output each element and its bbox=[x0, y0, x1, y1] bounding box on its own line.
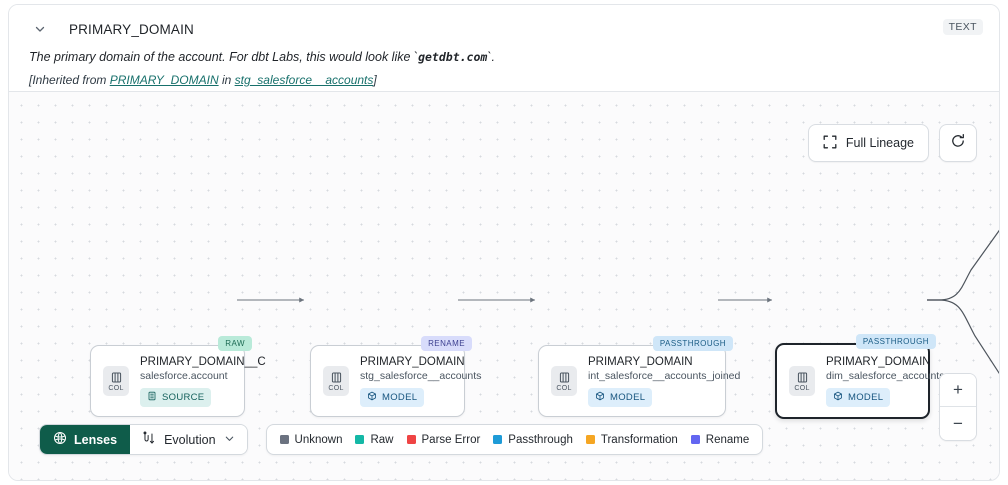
column-chip-label: COL bbox=[794, 384, 810, 392]
lineage-canvas[interactable]: Full Lineage bbox=[9, 91, 999, 480]
legend-swatch bbox=[406, 435, 416, 444]
column-icon: COL bbox=[789, 366, 815, 396]
lenses-button[interactable]: Lenses bbox=[40, 425, 131, 454]
lineage-node[interactable]: RENAME COL PRIMARY_DOMAIN stg_salesforce… bbox=[310, 336, 482, 417]
column-icon: COL bbox=[103, 366, 129, 396]
full-lineage-label: Full Lineage bbox=[845, 136, 914, 150]
lineage-node[interactable]: PASSTHROUGH COL PRIMARY_DOMAIN int_sales… bbox=[538, 336, 741, 417]
node-kind-badge: PASSTHROUGH bbox=[855, 334, 936, 349]
column-icon: COL bbox=[551, 366, 577, 396]
inherited-prefix: [Inherited from bbox=[29, 73, 110, 87]
database-icon bbox=[147, 391, 157, 404]
cube-icon bbox=[367, 391, 377, 404]
legend-label: Parse Error bbox=[421, 433, 481, 446]
legend-item: Transformation bbox=[585, 433, 678, 446]
node-type-tag-label: MODEL bbox=[848, 391, 884, 403]
node-title: PRIMARY_DOMAIN__C bbox=[140, 355, 266, 368]
legend-label: Rename bbox=[705, 433, 750, 446]
refresh-icon bbox=[950, 133, 966, 154]
inherited-suffix: ] bbox=[373, 73, 377, 87]
evolution-dropdown[interactable]: Evolution bbox=[130, 425, 247, 454]
node-title: PRIMARY_DOMAIN bbox=[360, 355, 465, 368]
node-kind-badge: PASSTHROUGH bbox=[652, 336, 733, 351]
node-type-tag: MODEL bbox=[826, 387, 891, 407]
legend-swatch bbox=[355, 435, 365, 444]
legend-label: Transformation bbox=[600, 433, 678, 446]
node-subtitle: stg_salesforce__accounts bbox=[360, 369, 482, 382]
inherited-column-link[interactable]: PRIMARY_DOMAIN bbox=[109, 73, 219, 87]
lenses-label: Lenses bbox=[74, 432, 118, 447]
legend-item: Rename bbox=[690, 433, 750, 446]
description-text-post: `. bbox=[487, 50, 495, 64]
zoom-controls: + − bbox=[939, 373, 977, 441]
graph-layer: RAW COL PRIMARY_DOMAIN__C salesforce.acc… bbox=[9, 92, 999, 480]
node-kind-badge: RAW bbox=[218, 336, 252, 351]
description-code: getdbt.com bbox=[418, 50, 488, 64]
column-chip-label: COL bbox=[328, 384, 344, 392]
column-chip-label: COL bbox=[556, 384, 572, 392]
node-type-tag-label: MODEL bbox=[610, 391, 646, 403]
node-title: PRIMARY_DOMAIN bbox=[826, 355, 931, 368]
graph-edges bbox=[237, 229, 999, 375]
aperture-icon bbox=[53, 431, 67, 448]
inherited-middle: in bbox=[218, 73, 235, 87]
legend-swatch bbox=[493, 435, 503, 444]
zoom-in-button[interactable]: + bbox=[940, 374, 976, 407]
node-body: PRIMARY_DOMAIN stg_salesforce__accounts … bbox=[360, 355, 482, 407]
column-detail-card: PRIMARY_DOMAIN TEXT The primary domain o… bbox=[8, 4, 1000, 481]
legend-label: Raw bbox=[370, 433, 394, 446]
page-title: PRIMARY_DOMAIN bbox=[69, 21, 194, 37]
node-body: PRIMARY_DOMAIN int_salesforce__accounts_… bbox=[588, 355, 741, 407]
inherited-model-link[interactable]: stg_salesforce__accounts bbox=[234, 73, 374, 87]
legend-swatch bbox=[585, 435, 595, 444]
node-title: PRIMARY_DOMAIN bbox=[588, 355, 693, 368]
cube-icon bbox=[833, 391, 843, 404]
node-type-tag: SOURCE bbox=[140, 387, 212, 407]
legend-swatch bbox=[279, 435, 289, 444]
chevron-down-icon bbox=[224, 433, 235, 447]
zoom-out-button[interactable]: − bbox=[940, 407, 976, 440]
node-body: PRIMARY_DOMAIN__C salesforce.account SOU… bbox=[140, 355, 266, 407]
column-description: The primary domain of the account. For d… bbox=[29, 50, 983, 64]
type-badge: TEXT bbox=[942, 19, 983, 35]
lineage-node[interactable]: RAW COL PRIMARY_DOMAIN__C salesforce.acc… bbox=[90, 336, 266, 417]
expand-icon bbox=[823, 135, 837, 152]
refresh-button[interactable] bbox=[939, 124, 977, 162]
description-text-pre: The primary domain of the account. For d… bbox=[29, 50, 419, 64]
node-subtitle: int_salesforce__accounts_joined bbox=[588, 369, 741, 382]
legend-label: Unknown bbox=[294, 433, 343, 446]
legend-item: Parse Error bbox=[406, 433, 481, 446]
lineage-node-selected[interactable]: PASSTHROUGH COL PRIMARY_DOMAIN dim_sales… bbox=[775, 334, 945, 419]
node-type-tag-label: SOURCE bbox=[162, 391, 205, 403]
node-type-tag: MODEL bbox=[588, 387, 653, 407]
card-header: PRIMARY_DOMAIN TEXT The primary domain o… bbox=[9, 5, 999, 91]
inherited-from-note: [Inherited from PRIMARY_DOMAIN in stg_sa… bbox=[29, 73, 983, 87]
lineage-legend: Unknown Raw Parse Error Passthrough bbox=[265, 424, 764, 455]
node-body: PRIMARY_DOMAIN dim_salesforce_accounts M… bbox=[826, 355, 945, 407]
legend-label: Passthrough bbox=[508, 433, 573, 446]
legend-item: Unknown bbox=[279, 433, 343, 446]
node-subtitle: salesforce.account bbox=[140, 369, 228, 382]
evolution-icon bbox=[142, 431, 156, 448]
node-type-tag: MODEL bbox=[360, 387, 425, 407]
chevron-down-icon[interactable] bbox=[31, 20, 49, 38]
evolution-label: Evolution bbox=[164, 432, 216, 447]
canvas-controls: Full Lineage bbox=[807, 124, 977, 162]
node-type-tag-label: MODEL bbox=[382, 391, 418, 403]
node-kind-badge: RENAME bbox=[421, 336, 472, 351]
node-subtitle: dim_salesforce_accounts bbox=[826, 369, 945, 382]
lenses-evolution-group: Lenses Evolution bbox=[39, 424, 248, 455]
legend-item: Raw bbox=[355, 433, 394, 446]
bottom-toolbar: Lenses Evolution bbox=[39, 424, 764, 455]
legend-swatch bbox=[690, 435, 700, 444]
full-lineage-button[interactable]: Full Lineage bbox=[807, 124, 929, 162]
column-chip-label: COL bbox=[108, 384, 124, 392]
column-icon: COL bbox=[323, 366, 349, 396]
header-row: PRIMARY_DOMAIN bbox=[25, 17, 983, 41]
legend-item: Passthrough bbox=[493, 434, 573, 446]
cube-icon bbox=[595, 391, 605, 404]
